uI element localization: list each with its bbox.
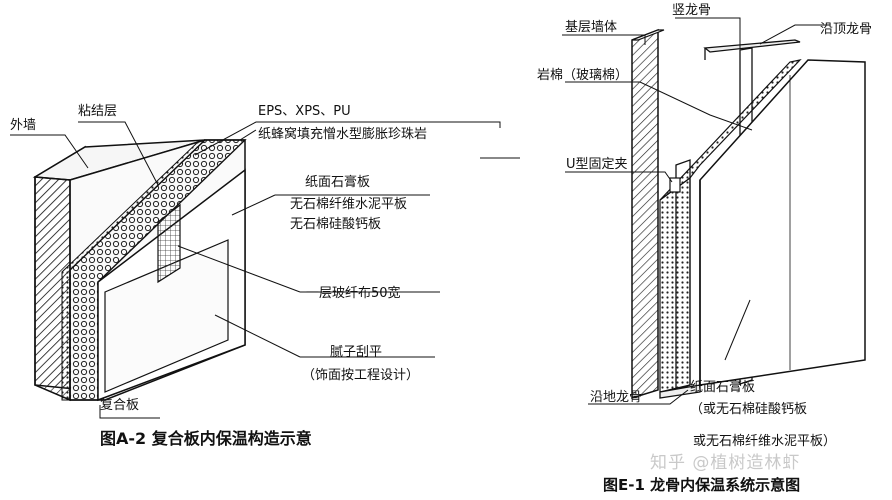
gypsum-board <box>699 59 866 386</box>
label-vertical-keel: 竖龙骨 <box>672 3 712 18</box>
label-gypsum-board-right: 纸面石膏板 <box>690 380 756 395</box>
floor-keel <box>659 384 701 399</box>
u-clip <box>669 177 681 193</box>
label-fiber-cement-board: 无石棉纤维水泥平板 <box>290 197 408 212</box>
label-calcium-silicate-alt: （或无石棉硅酸钙板 <box>690 402 808 417</box>
rock-wool-layer <box>659 59 802 393</box>
composite-board-face <box>97 168 246 402</box>
label-gypsum-board: 纸面石膏板 <box>305 175 371 190</box>
fiberglass-mesh-strip <box>157 203 181 284</box>
label-rock-wool: 岩棉（玻璃棉） <box>537 68 629 83</box>
right-leader-lines <box>562 17 830 405</box>
wall-front-hatch <box>34 176 71 402</box>
base-wall-block <box>631 28 665 400</box>
label-putty: 腻子刮平 <box>330 345 383 360</box>
label-paper-honeycomb: 纸蜂窝填充憎水型膨胀珍珠岩 <box>258 127 428 142</box>
label-finish-note: （饰面按工程设计） <box>302 368 420 383</box>
label-composite-board: 复合板 <box>100 398 140 413</box>
label-u-clip: U型固定夹 <box>566 157 628 172</box>
watermark: 知乎 @植树造林虾 <box>650 453 801 473</box>
top-keel <box>703 39 801 60</box>
label-bonding-layer: 粘结层 <box>78 104 118 119</box>
label-insulation-materials: EPS、XPS、PU <box>258 104 351 119</box>
label-floor-keel: 沿地龙骨 <box>590 390 643 405</box>
left-figure-caption: 图A-2 复合板内保温构造示意 <box>100 429 312 448</box>
label-outer-wall: 外墙 <box>10 118 37 133</box>
label-top-keel: 沿顶龙骨 <box>820 22 873 37</box>
left-leader-lines <box>10 121 520 419</box>
label-base-wall: 基层墙体 <box>565 20 618 35</box>
label-fiber-cement-alt: 或无石棉纤维水泥平板） <box>693 434 837 449</box>
label-calcium-silicate-board: 无石棉硅酸钙板 <box>290 217 382 232</box>
label-fiberglass-mesh: 一层玻纤布50宽 <box>306 286 401 301</box>
right-figure-caption: 图E-1 龙骨内保温系统示意图 <box>603 476 801 494</box>
